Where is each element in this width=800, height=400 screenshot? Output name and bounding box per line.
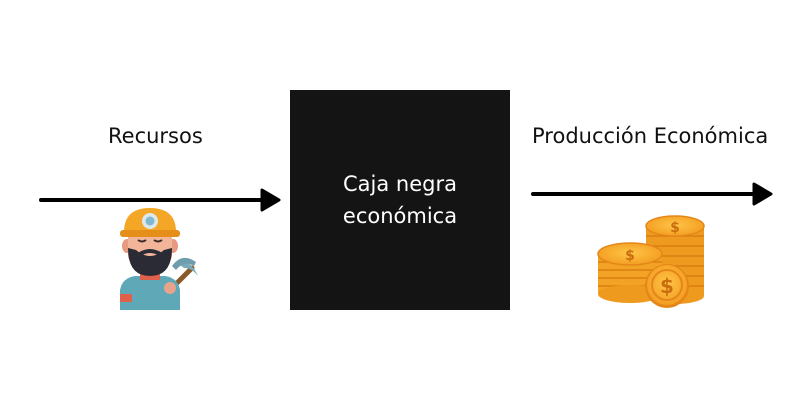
svg-text:$: $ xyxy=(660,274,674,298)
black-box: Caja negra económica xyxy=(290,90,510,310)
svg-text:$: $ xyxy=(670,220,680,236)
output-label: Producción Económica xyxy=(532,124,769,148)
output-arrow xyxy=(531,182,773,206)
input-arrow xyxy=(39,188,281,212)
input-label: Recursos xyxy=(108,124,203,148)
svg-text:$: $ xyxy=(625,248,635,264)
coin-stack-icon: $ $ $ xyxy=(597,215,705,308)
black-box-label: Caja negra económica xyxy=(342,172,458,228)
miner-icon xyxy=(120,208,198,310)
coin-standing: $ xyxy=(645,264,689,308)
